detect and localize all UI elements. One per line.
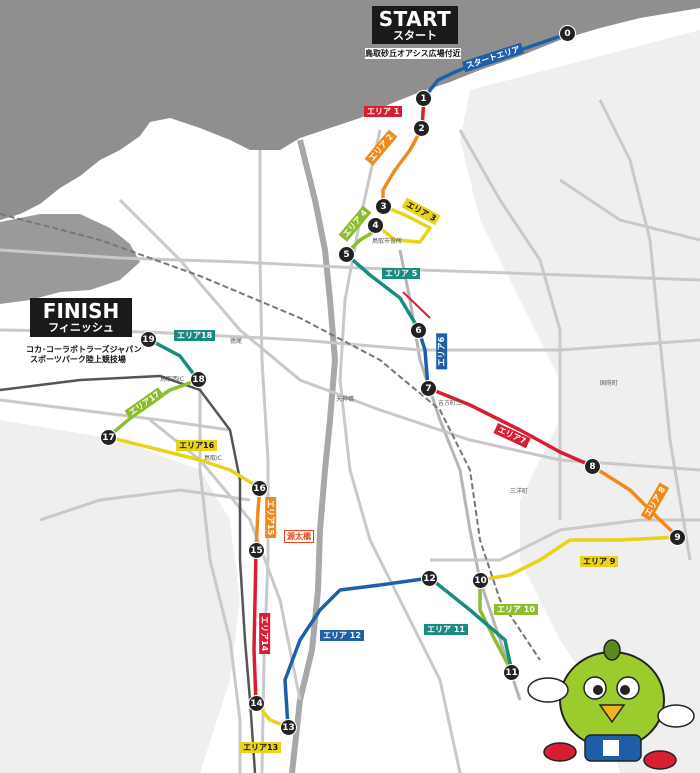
course-area-18 — [148, 338, 200, 382]
roads — [0, 99, 700, 773]
place-label-tottori-ic: 鳥取IC — [204, 455, 222, 462]
checkpoint-16: 16 — [251, 480, 268, 497]
area-label-5: エリア 5 — [382, 268, 421, 280]
area-label-18: エリア18 — [174, 330, 216, 342]
highway — [0, 374, 257, 773]
hills-south — [0, 420, 240, 773]
area-label-10: エリア 10 — [494, 604, 538, 616]
finish-kana: フィニッシュ — [48, 321, 114, 334]
checkpoint-8: 8 — [584, 458, 601, 475]
lake-koyama — [0, 214, 140, 304]
finish-place-line2: スポーツパーク陸上競技場 — [30, 355, 126, 364]
checkpoint-4: 4 — [367, 217, 384, 234]
course-area-3 — [378, 204, 432, 244]
checkpoint-18: 18 — [190, 371, 207, 388]
checkpoint-7: 7 — [420, 380, 437, 397]
sea — [0, 0, 700, 220]
course-area-16 — [106, 435, 262, 490]
start-place: 鳥取砂丘オアシス広場付近 — [365, 48, 461, 59]
course-area-7 — [426, 386, 594, 468]
checkpoint-9: 9 — [669, 529, 686, 546]
course-area-17 — [106, 378, 200, 439]
course-area-8 — [590, 464, 680, 539]
place-label-tokuo: 徳尾 — [230, 338, 243, 345]
place-label-city-hall: 鳥取市役所 — [372, 238, 403, 245]
mascot-image — [527, 639, 695, 770]
sendai-river — [289, 139, 339, 773]
checkpoint-14: 14 — [248, 695, 265, 712]
finish-title: FINISH — [42, 299, 120, 323]
course-area-15 — [254, 486, 262, 552]
bridge-marker — [402, 291, 431, 319]
area-label-1: エリア 1 — [364, 106, 403, 118]
area-label-14: エリア14 — [258, 613, 271, 655]
place-label-dojima: 吉方町二 — [438, 400, 463, 407]
area-label-16: エリア16 — [176, 440, 218, 452]
checkpoint-5: 5 — [338, 246, 355, 263]
start-label: START スタート — [372, 6, 458, 44]
bridge-label: 源太橋 — [284, 530, 314, 543]
finish-place-line1: コカ･コーラボトラーズジャパン — [26, 345, 142, 354]
checkpoint-6: 6 — [410, 322, 427, 339]
area-label-9: エリア 9 — [580, 556, 619, 568]
checkpoint-1: 1 — [415, 90, 432, 107]
checkpoint-0: 0 — [559, 25, 576, 42]
place-label-misasa: 三洋町 — [510, 488, 529, 495]
course-area-12 — [283, 576, 432, 729]
place-label-station-west: 鳥取西IC — [160, 376, 184, 383]
start-kana: スタート — [393, 29, 437, 42]
start-title: START — [378, 7, 452, 31]
area-label-12: エリア 12 — [320, 630, 364, 642]
checkpoint-2: 2 — [413, 120, 430, 137]
area-label-13: エリア13 — [240, 742, 282, 754]
checkpoint-10: 10 — [472, 572, 489, 589]
checkpoint-11: 11 — [503, 664, 520, 681]
course-area-11 — [428, 576, 514, 674]
area-label-6: エリア6 — [436, 333, 448, 370]
course-area-5 — [344, 252, 420, 330]
checkpoint-19: 19 — [140, 331, 157, 348]
railway — [0, 213, 541, 661]
hills — [460, 30, 700, 773]
course-area-2 — [381, 126, 424, 208]
finish-label: FINISH フィニッシュ — [30, 298, 132, 337]
area-label-15: エリア15 — [264, 497, 277, 539]
place-label-tenjin: 天神橋 — [336, 396, 355, 403]
checkpoint-12: 12 — [421, 570, 438, 587]
course-area-9 — [478, 535, 680, 582]
checkpoint-15: 15 — [248, 542, 265, 559]
checkpoint-13: 13 — [280, 719, 297, 736]
place-label-kuniyasu: 国府町 — [600, 380, 619, 387]
checkpoint-3: 3 — [375, 198, 392, 215]
area-label-11: エリア 11 — [424, 624, 468, 636]
checkpoint-17: 17 — [100, 429, 117, 446]
course-area-14 — [252, 548, 258, 705]
